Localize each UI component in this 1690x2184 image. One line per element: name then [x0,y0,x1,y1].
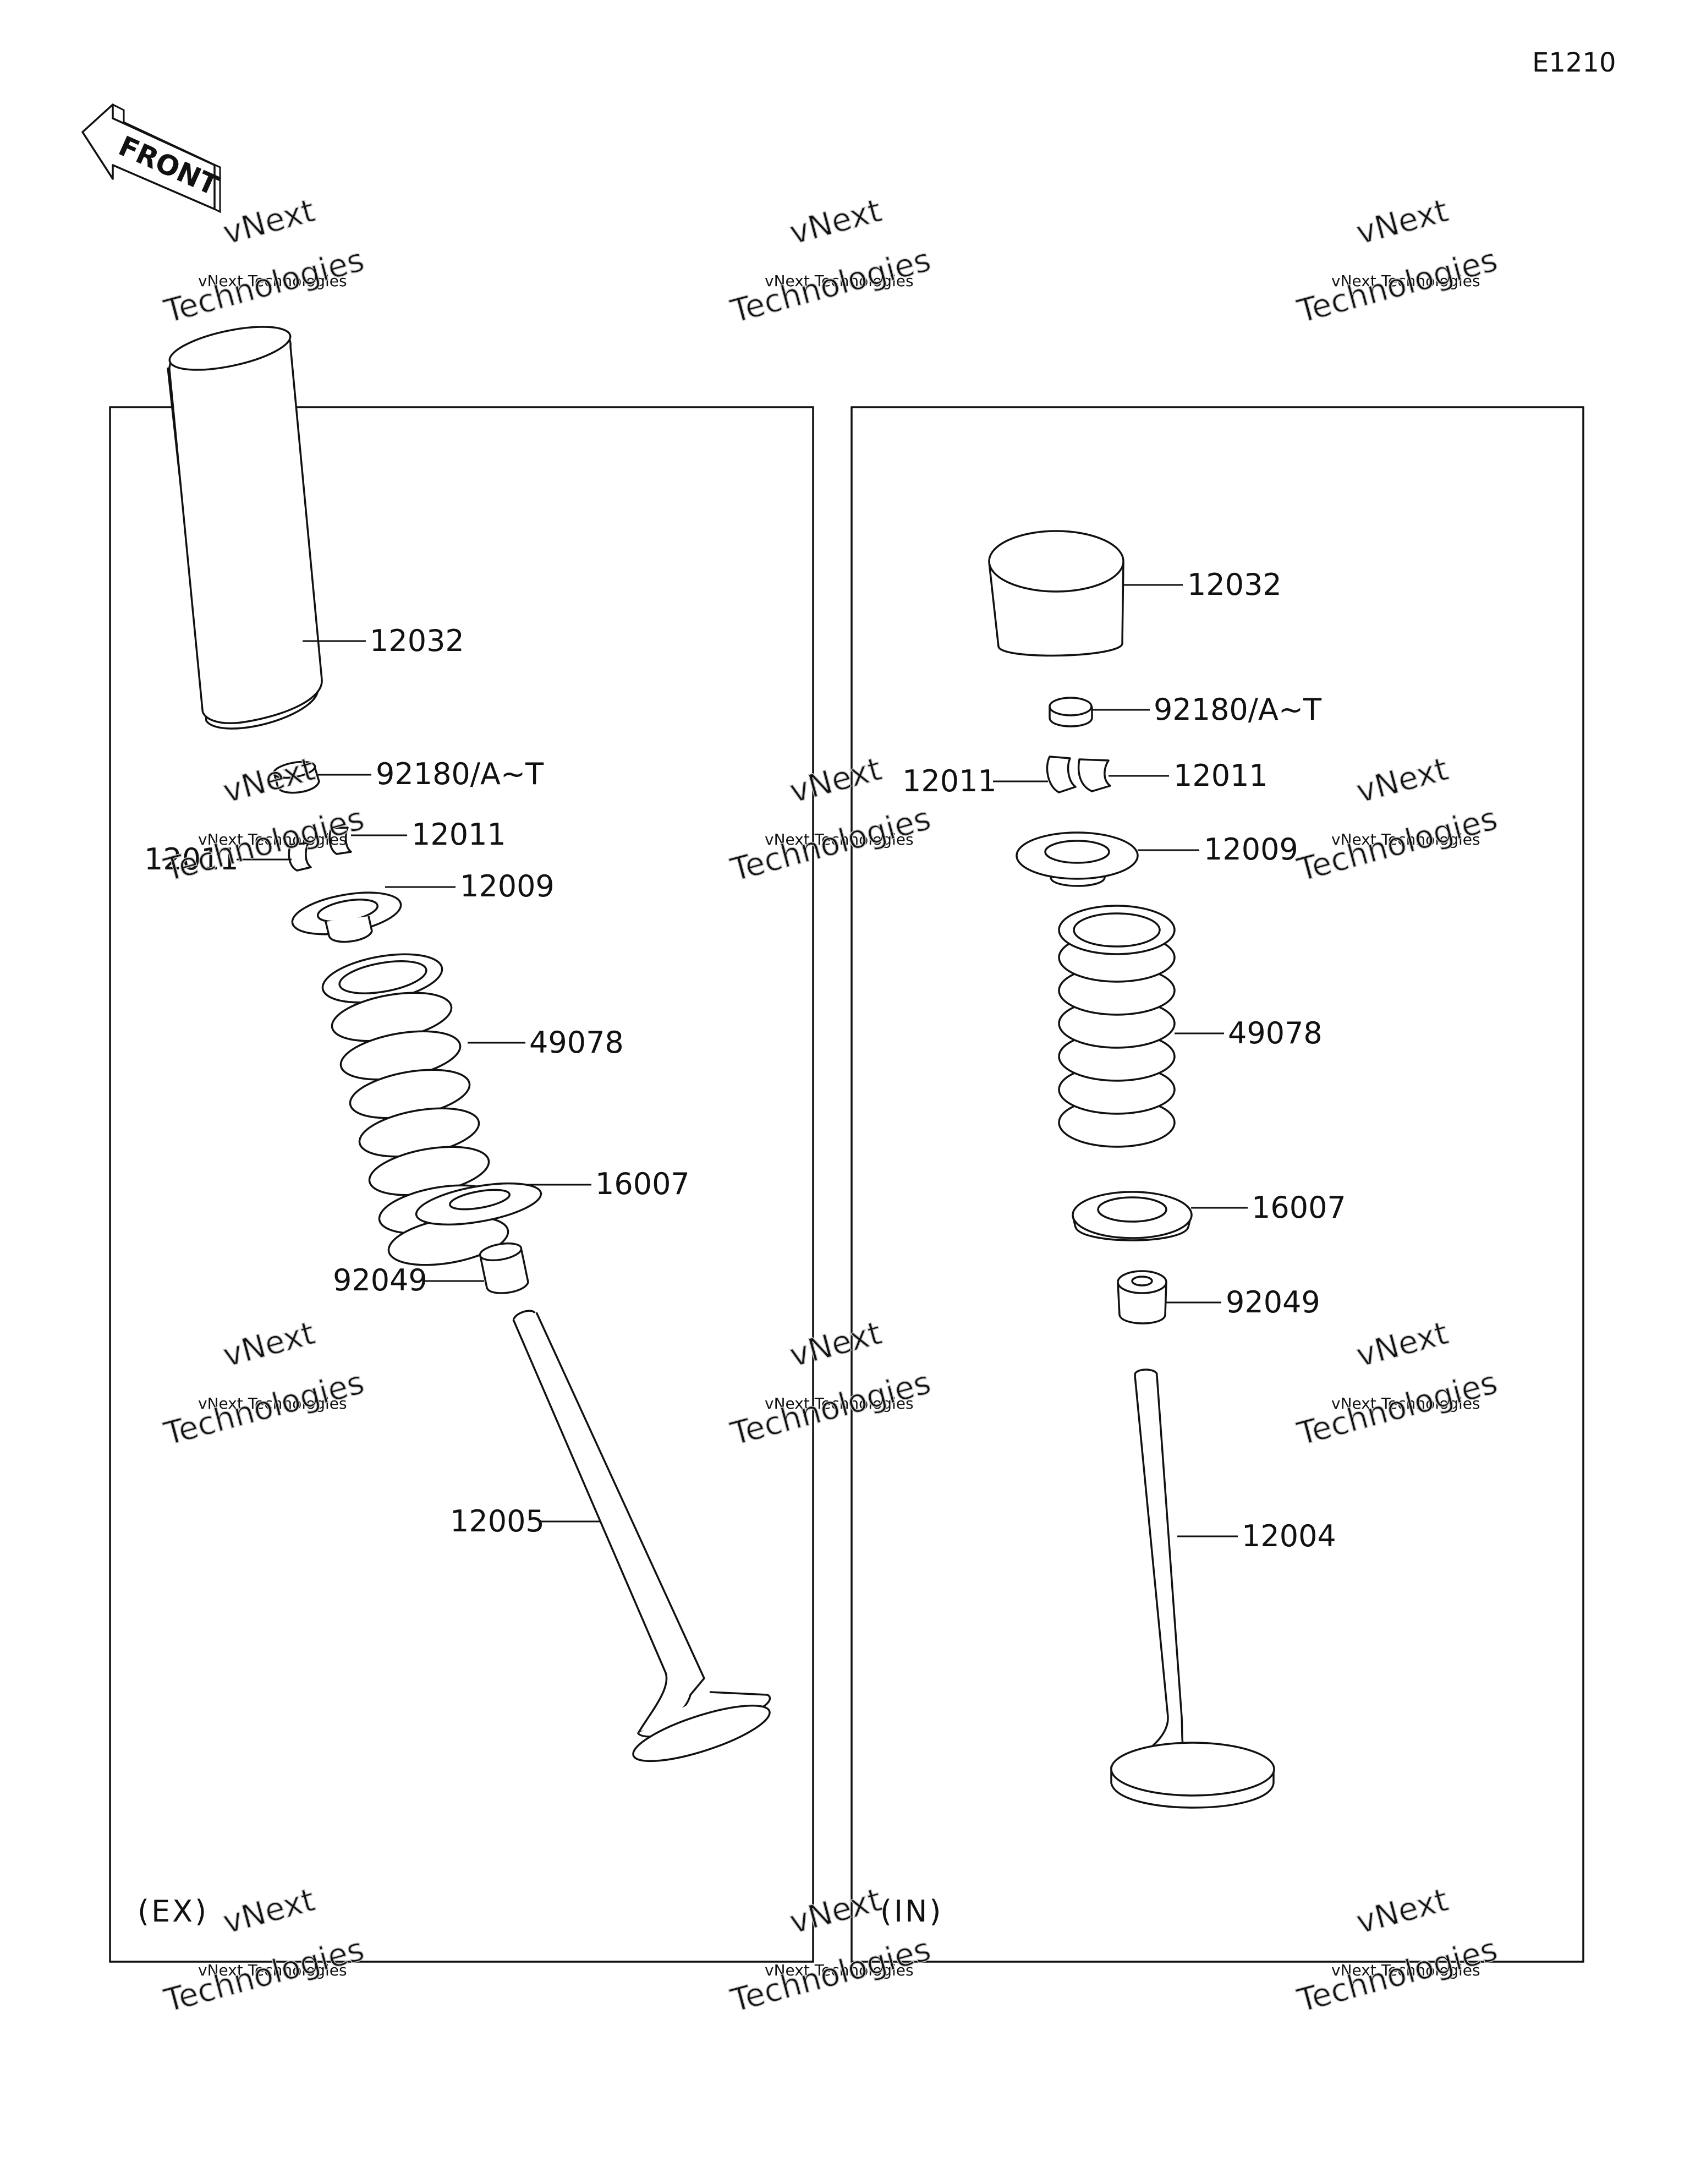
intake-retainer-number: 12009 [1204,832,1298,867]
svg-text:vNext Technologies: vNext Technologies [765,272,914,290]
exhaust-valve-number: 12005 [450,1504,545,1539]
svg-text:vNext: vNext [1352,191,1452,252]
exhaust-cotter-right[interactable] [328,826,352,855]
svg-text:vNext: vNext [219,1881,319,1941]
watermark: vNext vNext Technologies Technologies [160,1313,369,1453]
svg-text:vNext: vNext [1352,750,1452,811]
intake-spring-seat[interactable] [1072,1191,1193,1241]
intake-valve[interactable] [1110,1369,1275,1809]
exhaust-spring-seat-number: 16007 [595,1167,690,1201]
watermark: vNext vNext Technologies Technologies [160,749,369,889]
svg-text:vNext: vNext [1352,1314,1452,1375]
svg-text:vNext: vNext [219,191,319,252]
svg-text:vNext Technologies: vNext Technologies [198,830,347,849]
svg-text:vNext Technologies: vNext Technologies [765,830,914,849]
intake-spring[interactable] [1058,905,1176,1148]
exhaust-bucket-drawing [168,326,323,724]
exhaust-panel: 12032 92180/A~T 12011 12011 12009 [138,326,775,1929]
intake-panel-frame [851,406,1584,1963]
svg-text:vNext: vNext [786,1314,885,1375]
svg-text:vNext Technologies: vNext Technologies [198,272,347,290]
svg-text:vNext Technologies: vNext Technologies [765,1394,914,1413]
svg-text:vNext: vNext [219,1314,319,1375]
intake-spring-number: 49078 [1228,1016,1323,1050]
exhaust-retainer[interactable] [289,885,404,943]
exhaust-spring-seat[interactable] [413,1176,544,1233]
svg-text:vNext Technologies: vNext Technologies [1331,830,1480,849]
svg-text:vNext: vNext [786,750,885,811]
intake-panel: 12032 92180/A~T 12011 12011 12009 [880,530,1346,1929]
watermark: vNext vNext Technologies Technologies [726,191,935,331]
exhaust-spring-number: 49078 [529,1025,624,1060]
intake-cotter-left[interactable] [1046,756,1077,793]
svg-text:vNext: vNext [219,750,319,811]
svg-text:vNext Technologies: vNext Technologies [198,1394,347,1413]
exhaust-spring[interactable] [319,946,512,1273]
intake-shim-number: 92180/A~T [1154,692,1322,727]
intake-cotter-right[interactable] [1077,758,1111,792]
exhaust-shim-number: 92180/A~T [376,757,544,791]
intake-shim[interactable] [1049,697,1093,727]
svg-text:vNext: vNext [786,191,885,252]
exhaust-stem-seal[interactable] [479,1241,529,1294]
exhaust-panel-label: (EX) [138,1894,208,1929]
intake-stem-seal[interactable] [1117,1270,1167,1324]
svg-text:vNext Technologies: vNext Technologies [765,1961,914,1979]
watermark: vNext vNext Technologies Technologies [160,191,369,331]
watermark: vNext vNext Technologies Technologies [1293,749,1502,889]
watermark: vNext vNext Technologies Technologies [1293,1880,1502,2020]
svg-text:vNext Technologies: vNext Technologies [1331,272,1480,290]
svg-text:vNext Technologies: vNext Technologies [1331,1394,1480,1413]
exhaust-cotter-right-number: 12011 [411,817,506,852]
svg-text:vNext Technologies: vNext Technologies [198,1961,347,1979]
watermark: vNext vNext Technologies Technologies [1293,1313,1502,1453]
svg-text:vNext: vNext [786,1881,885,1941]
exhaust-bucket-number: 12032 [370,623,464,658]
exhaust-valve[interactable] [512,1309,775,1772]
diagram-code: E1210 [1532,47,1616,78]
intake-cotter-right-number: 12011 [1173,758,1268,793]
exhaust-stem-seal-number: 92049 [333,1263,427,1298]
exhaust-shim[interactable] [272,759,320,794]
intake-retainer[interactable] [1016,831,1139,887]
exhaust-cotter-left[interactable] [288,842,312,872]
intake-bucket[interactable] [988,530,1124,657]
exhaust-retainer-number: 12009 [460,869,555,904]
svg-text:vNext Technologies: vNext Technologies [1331,1961,1480,1979]
front-arrow-icon: FRONT [81,103,223,214]
intake-valve-number: 12004 [1242,1519,1336,1553]
exhaust-cotter-left-number: 12011 [144,842,239,877]
intake-panel-label: (IN) [880,1894,943,1929]
svg-text:vNext: vNext [1352,1881,1452,1941]
intake-bucket-number: 12032 [1187,567,1282,602]
front-label: FRONT [114,130,223,202]
intake-stem-seal-number: 92049 [1226,1285,1320,1320]
watermark: vNext vNext Technologies Technologies [1293,191,1502,331]
watermark: vNext vNext Technologies Technologies [726,1313,935,1453]
exhaust-panel-frame [109,406,814,1963]
intake-spring-seat-number: 16007 [1252,1190,1346,1225]
intake-cotter-left-number: 12011 [902,764,997,798]
